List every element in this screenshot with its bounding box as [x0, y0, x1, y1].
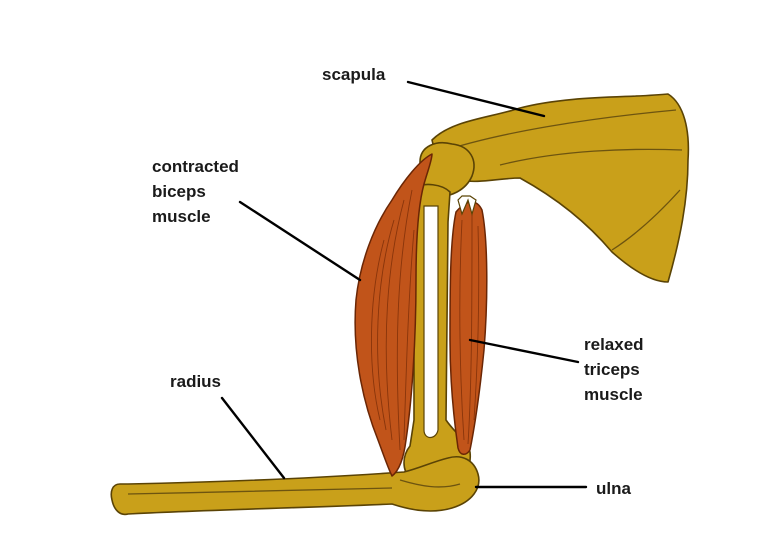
triceps-leader — [468, 338, 580, 364]
scapula-bone — [419, 93, 690, 283]
biceps-label-line2: biceps — [152, 182, 206, 201]
biceps-label-line1: contracted — [152, 157, 239, 176]
ulna-label: ulna — [596, 479, 631, 498]
triceps-label-line3: muscle — [584, 385, 643, 404]
biceps-label-line3: muscle — [152, 207, 211, 226]
biceps-muscle — [354, 153, 433, 477]
biceps-leader — [238, 200, 362, 282]
triceps-label-line2: triceps — [584, 360, 640, 379]
triceps-muscle — [449, 195, 488, 455]
scapula-leader — [406, 80, 546, 118]
triceps-label-line1: relaxed — [584, 335, 644, 354]
radius-label: radius — [170, 372, 221, 391]
forearm-bones — [110, 456, 480, 516]
radius-leader — [220, 396, 286, 480]
scapula-label: scapula — [322, 65, 386, 84]
